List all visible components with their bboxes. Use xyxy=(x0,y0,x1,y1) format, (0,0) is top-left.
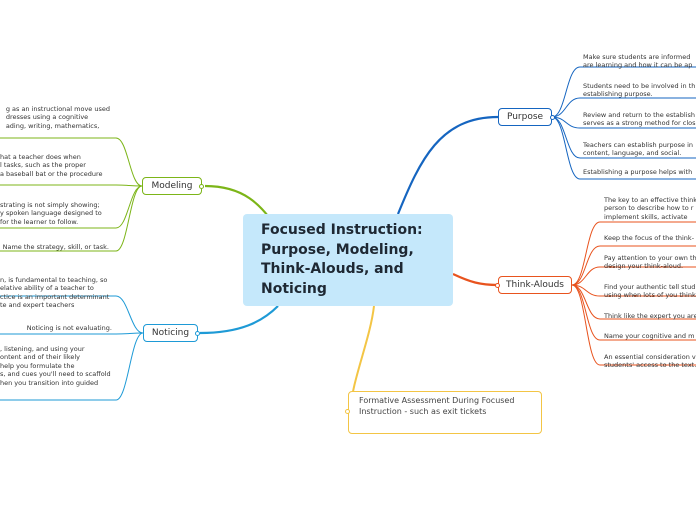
noticing-note-3[interactable]: , listening, and using your ontent and o… xyxy=(0,345,111,387)
noticing-note-2[interactable]: Noticing is not evaluating. xyxy=(26,324,112,332)
central-title-line-3: Think-Alouds, and xyxy=(261,261,404,277)
link-central-purpose xyxy=(396,115,499,215)
collapse-toggle-think-alouds[interactable] xyxy=(495,283,500,288)
topic-modeling[interactable]: Modeling xyxy=(142,177,202,195)
purpose-notes: Make sure students are informed are lear… xyxy=(583,52,696,182)
modeling-notes: g as an instructional move used dresses … xyxy=(0,104,124,256)
modeling-note-4[interactable]: Name the strategy, skill, or task. xyxy=(2,243,109,251)
purpose-note-1[interactable]: Make sure students are informed are lear… xyxy=(583,53,693,70)
purpose-note-2[interactable]: Students need to be involved in th estab… xyxy=(583,82,696,99)
noticing-note-1[interactable]: n, is fundamental to teaching, so elativ… xyxy=(0,276,110,310)
central-title-line-2: Purpose, Modeling, xyxy=(261,241,414,258)
link-central-think-alouds xyxy=(452,273,499,287)
central-title-line-4: Noticing xyxy=(261,280,327,297)
collapse-toggle-purpose[interactable] xyxy=(550,115,555,120)
collapse-toggle-noticing[interactable] xyxy=(195,331,200,336)
think-alouds-note-6[interactable]: Name your cognitive and m xyxy=(604,332,695,340)
floating-topic-line-1: Formative Assessment During Focused xyxy=(359,396,515,405)
think-alouds-note-4[interactable]: Find your authentic tell stud using when… xyxy=(604,283,696,300)
think-alouds-notes: The key to an effective think person to … xyxy=(604,195,696,370)
think-alouds-note-7[interactable]: An essential consideration v students' a… xyxy=(604,353,696,370)
think-alouds-note-2[interactable]: Keep the focus of the think- xyxy=(604,234,695,242)
think-alouds-note-5[interactable]: Think like the expert you are xyxy=(604,312,696,320)
collapse-toggle-modeling[interactable] xyxy=(199,184,204,189)
central-topic[interactable]: Focused Instruction: Purpose, Modeling, … xyxy=(243,214,453,306)
link-central-noticing xyxy=(199,305,279,335)
modeling-note-2[interactable]: hat a teacher does when l tasks, such as… xyxy=(0,153,103,178)
floating-topic-formative-assessment[interactable]: Formative Assessment During Focused Inst… xyxy=(348,391,542,434)
topic-purpose[interactable]: Purpose xyxy=(498,108,552,126)
think-alouds-note-1[interactable]: The key to an effective think person to … xyxy=(604,196,696,221)
collapse-toggle-floating[interactable] xyxy=(345,409,350,414)
central-title-line-1: Focused Instruction: xyxy=(261,222,423,238)
topic-think-alouds[interactable]: Think-Alouds xyxy=(498,276,572,294)
purpose-note-3[interactable]: Review and return to the establish serve… xyxy=(583,111,696,128)
purpose-note-4[interactable]: Teachers can establish purpose in conten… xyxy=(583,141,694,158)
modeling-note-1[interactable]: g as an instructional move used dresses … xyxy=(5,105,110,130)
think-alouds-note-3[interactable]: Pay attention to your own th design your… xyxy=(604,254,696,271)
floating-topic-line-2: Instruction - such as exit tickets xyxy=(359,407,487,416)
topic-noticing[interactable]: Noticing xyxy=(143,324,198,342)
modeling-note-3[interactable]: strating is not simply showing; y spoken… xyxy=(0,201,102,226)
purpose-note-5[interactable]: Establishing a purpose helps with xyxy=(583,168,693,176)
noticing-notes: n, is fundamental to teaching, so elativ… xyxy=(0,275,124,395)
